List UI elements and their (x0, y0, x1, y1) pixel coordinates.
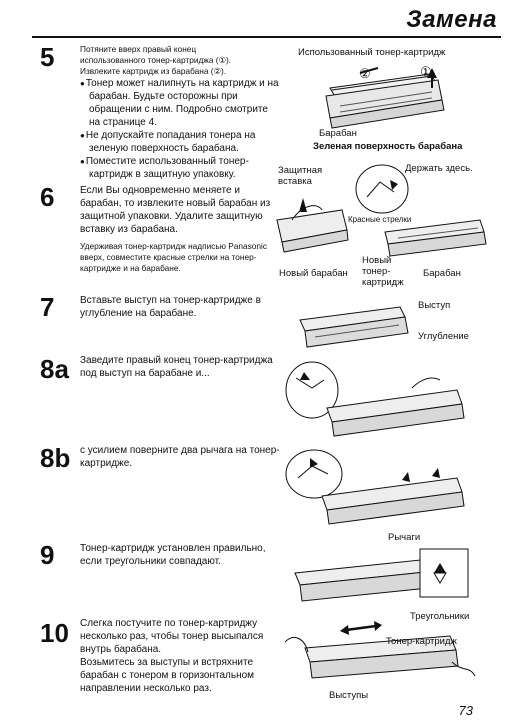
label-levers: Рычаги (388, 532, 421, 543)
label-used-cartridge: Использованный тонер-картридж (298, 47, 446, 58)
label-triangles: Треугольники (410, 611, 470, 622)
step-number-8a: 8a (40, 354, 69, 384)
step-10-second: Возьмитесь за выступы и встряхните бараб… (80, 657, 255, 694)
page-number: 73 (458, 703, 473, 718)
marker-2: ② (359, 66, 371, 81)
step-10-main: Слегка постучите по тонер-картриджу неск… (80, 618, 264, 655)
step-9-illustration (294, 548, 469, 602)
label-drum: Барабан (319, 128, 357, 139)
label-red-arrows: Красные стрелки (348, 215, 412, 224)
step-number-10: 10 (40, 618, 69, 648)
page-title: Замена (406, 6, 497, 33)
step-10-text: Слегка постучите по тонер-картриджу неск… (80, 617, 280, 695)
step-5-line: Извлеките картридж из барабана (②). (80, 66, 227, 76)
header-rule (32, 36, 501, 38)
step-6-left-illustration (276, 198, 349, 253)
step-6-main: Если Вы одновременно меняете и барабан, … (80, 185, 271, 235)
step-9-text: Тонер-картридж установлен правильно, есл… (80, 543, 266, 567)
step-7-text: Вставьте выступ на тонер-картридже в угл… (80, 295, 261, 319)
marker-1: ① (420, 64, 432, 79)
step-6-right-illustration (384, 219, 487, 257)
label-green-surface: Зеленая поверхность барабана (313, 141, 463, 152)
label-hold-here: Держать здесь. (405, 163, 473, 174)
label-toner-cartridge: Тонер-картридж (386, 636, 457, 647)
step-5-bullet: Не допускайте попадания тонера на зелену… (80, 129, 280, 155)
step-number-7: 7 (40, 292, 55, 322)
label-tabs: Выступы (329, 690, 369, 701)
step-number-6: 6 (40, 182, 55, 212)
step-7-illustration (299, 306, 409, 348)
step-10-illustration (284, 621, 476, 679)
step-5-line: Потяните вверх правый конец (80, 44, 197, 54)
step-number-5: 5 (40, 42, 55, 72)
step-6-text: Если Вы одновременно меняете и барабан, … (80, 184, 280, 274)
step-number-8b: 8b (40, 443, 71, 473)
step-8b-illustration (285, 449, 465, 525)
label-new-cartridge: Новый тонер-картридж (362, 255, 404, 288)
step-8a-illustration (285, 361, 465, 437)
label-recess: Углубление (418, 331, 469, 342)
label-protective-insert: Защитная вставка (278, 165, 323, 187)
step-5-line: использованного тонер-картриджа (①). (80, 55, 232, 65)
label-tab: Выступ (418, 300, 451, 311)
label-drum-2: Барабан (423, 268, 461, 279)
step-5-bullet: Поместите использованный тонер-картридж … (80, 155, 280, 181)
step-8b-text: с усилием поверните два рычага на тонер-… (80, 445, 280, 469)
step-5-bullet: Тонер может налипнуть на картридж и на б… (80, 77, 280, 129)
step-6-note: Удерживая тонер-картридж надписью Panaso… (80, 241, 268, 273)
hold-here-callout (355, 164, 409, 214)
label-new-drum: Новый барабан (279, 268, 348, 279)
step-5-text: Потяните вверх правый конец использованн… (80, 44, 280, 181)
step-8a-text: Заведите правый конец тонер-картриджа по… (80, 355, 273, 379)
step-number-9: 9 (40, 540, 55, 570)
step-5-illustration (325, 67, 445, 129)
page-header: Замена (0, 0, 515, 40)
